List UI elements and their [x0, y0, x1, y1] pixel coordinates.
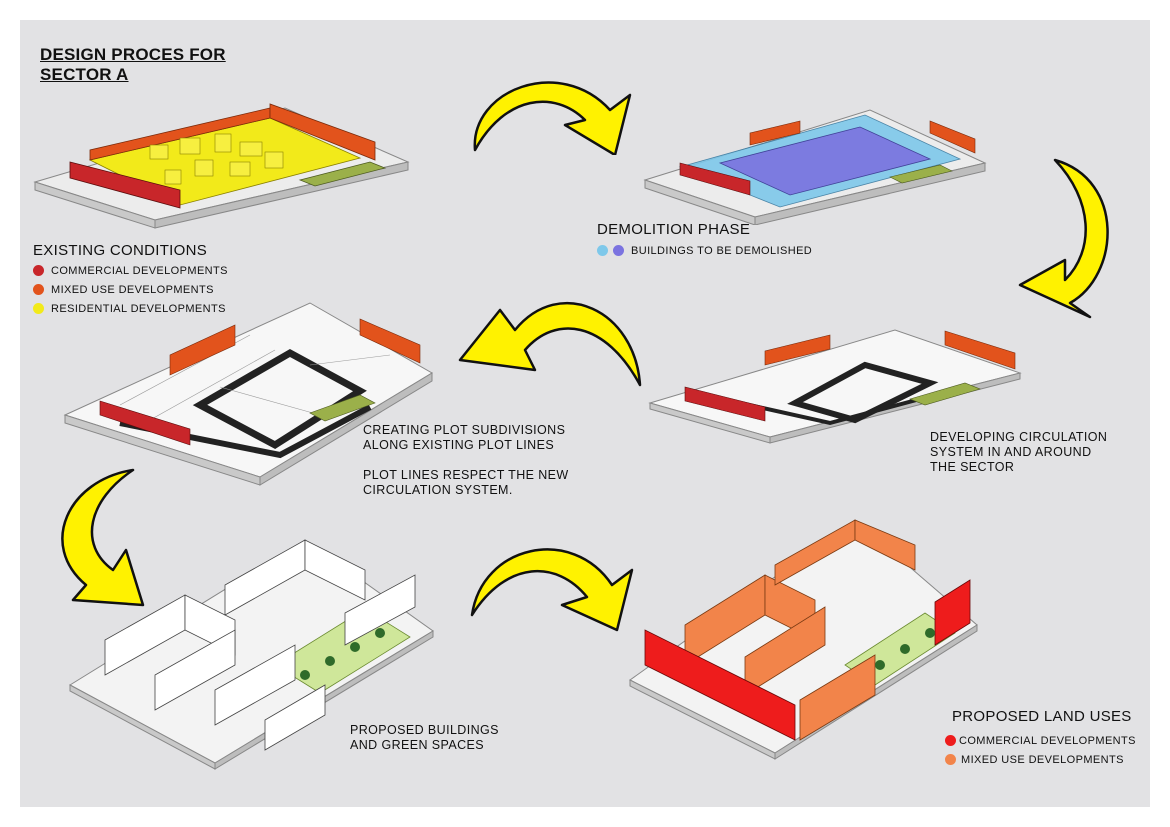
proposed-buildings-model [68, 539, 434, 770]
note-line: DEVELOPING CIRCULATION [930, 430, 1108, 444]
curved-arrow-icon [61, 468, 145, 607]
plot-subdivisions-note: CREATING PLOT SUBDIVISIONS ALONG EXISTIN… [363, 423, 569, 498]
note-line: PROPOSED BUILDINGS [350, 723, 499, 737]
legend-item: BUILDINGS TO BE DEMOLISHED [597, 241, 812, 260]
legend-label: COMMERCIAL DEVELOPMENTS [959, 734, 1136, 747]
legend-item: MIXED USE DEVELOPMENTS [33, 280, 228, 299]
note-line: PLOT LINES RESPECT THE NEW [363, 468, 569, 482]
curved-arrow-icon [1018, 158, 1109, 319]
legend-label: RESIDENTIAL DEVELOPMENTS [51, 302, 226, 315]
circulation-system-model [648, 329, 1022, 444]
legend-item: COMMERCIAL DEVELOPMENTS [945, 731, 1136, 750]
note-line: AND GREEN SPACES [350, 738, 484, 752]
existing-conditions-legend: COMMERCIAL DEVELOPMENTS MIXED USE DEVELO… [33, 261, 228, 318]
legend-item: RESIDENTIAL DEVELOPMENTS [33, 299, 228, 318]
proposed-land-uses-heading: PROPOSED LAND USES [952, 708, 1132, 725]
legend-swatch [33, 303, 44, 314]
legend-swatch [597, 245, 608, 256]
legend-item: MIXED USE DEVELOPMENTS [945, 750, 1136, 769]
note-line [363, 453, 569, 468]
existing-conditions-heading: EXISTING CONDITIONS [33, 242, 208, 259]
legend-label: MIXED USE DEVELOPMENTS [961, 753, 1124, 766]
page-title: DESIGN PROCES FOR SECTOR A [40, 45, 226, 85]
note-line: CIRCULATION SYSTEM. [363, 483, 513, 497]
proposed-land-uses-model [629, 519, 978, 760]
title-line-2: SECTOR A [40, 65, 129, 84]
note-line: SYSTEM IN AND AROUND [930, 445, 1092, 459]
legend-label: MIXED USE DEVELOPMENTS [51, 283, 214, 296]
curved-arrow-icon [473, 81, 632, 155]
demolition-phase-heading: DEMOLITION PHASE [597, 221, 751, 238]
plot-subdivisions-model [63, 302, 433, 486]
curved-arrow-icon [458, 302, 642, 387]
demolition-legend: BUILDINGS TO BE DEMOLISHED [597, 241, 812, 260]
title-line-1: DESIGN PROCES FOR [40, 45, 226, 64]
legend-label: BUILDINGS TO BE DEMOLISHED [631, 244, 813, 257]
curved-arrow-icon [470, 548, 634, 632]
circulation-note: DEVELOPING CIRCULATION SYSTEM IN AND ARO… [930, 430, 1107, 475]
legend-swatch [945, 754, 956, 765]
existing-conditions-model [33, 103, 410, 229]
legend-swatch [945, 735, 956, 746]
legend-swatch [33, 265, 44, 276]
legend-item: COMMERCIAL DEVELOPMENTS [33, 261, 228, 280]
legend-swatch [613, 245, 624, 256]
legend-swatch [33, 284, 44, 295]
note-line: CREATING PLOT SUBDIVISIONS [363, 423, 566, 437]
proposed-buildings-note: PROPOSED BUILDINGS AND GREEN SPACES [350, 723, 499, 753]
proposed-land-uses-legend: COMMERCIAL DEVELOPMENTS MIXED USE DEVELO… [945, 731, 1136, 769]
legend-label: COMMERCIAL DEVELOPMENTS [51, 264, 228, 277]
note-line: ALONG EXISTING PLOT LINES [363, 438, 555, 452]
note-line: THE SECTOR [930, 460, 1015, 474]
demolition-phase-model [643, 109, 987, 225]
